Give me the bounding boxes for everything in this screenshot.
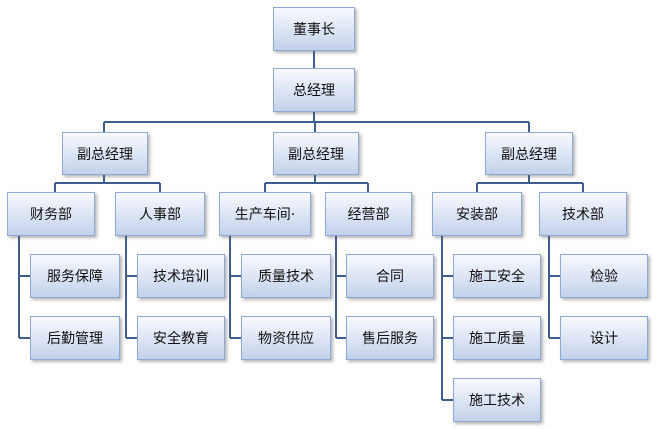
sub-item-label: 施工安全 (469, 269, 525, 285)
sub-item-label: 物资供应 (258, 331, 314, 347)
department-label: 人事部 (139, 207, 181, 223)
sub-item-label: 技术培训 (153, 269, 209, 285)
sub-item-label: 检验 (590, 269, 618, 285)
sub-item-label: 安全教育 (153, 331, 209, 347)
sub-item-box: 物资供应 (241, 316, 331, 360)
sub-item-label: 质量技术 (258, 269, 314, 285)
sub-item-box: 合同 (346, 254, 434, 298)
vice-manager-box-1: 副总经理 (62, 132, 148, 175)
department-label: 经营部 (347, 207, 390, 223)
sub-item-box: 售后服务 (346, 316, 434, 360)
vice-manager-label: 副总经理 (77, 146, 133, 163)
general-manager-label: 总经理 (293, 83, 335, 99)
vice-manager-label: 副总经理 (501, 146, 557, 163)
department-label: 技术部 (562, 207, 604, 223)
department-box-installation: 安装部 (432, 192, 522, 236)
sub-item-label: 后勤管理 (47, 331, 103, 347)
sub-item-box: 施工安全 (453, 254, 541, 298)
department-box-hr: 人事部 (115, 192, 205, 236)
vice-manager-box-3: 副总经理 (485, 132, 573, 175)
department-box-workshop: 生产车间· (219, 192, 311, 236)
vice-manager-box-2: 副总经理 (273, 132, 359, 175)
sub-item-box: 施工技术 (453, 378, 541, 422)
sub-item-box: 设计 (560, 316, 648, 360)
sub-item-label: 施工质量 (469, 331, 525, 347)
general-manager-box: 总经理 (273, 68, 355, 112)
sub-item-box: 后勤管理 (30, 316, 120, 360)
sub-item-label: 售后服务 (362, 331, 418, 347)
department-label: 生产车间· (234, 207, 296, 223)
sub-item-label: 合同 (376, 269, 404, 285)
department-box-technology: 技术部 (539, 192, 627, 236)
sub-item-box: 服务保障 (30, 254, 120, 298)
sub-item-box: 施工质量 (453, 316, 541, 360)
sub-item-box: 质量技术 (241, 254, 331, 298)
department-label: 财务部 (30, 207, 72, 223)
sub-item-box: 安全教育 (137, 316, 225, 360)
chairman-label: 董事长 (293, 22, 335, 38)
sub-item-box: 技术培训 (137, 254, 225, 298)
vice-manager-label: 副总经理 (288, 146, 344, 163)
department-box-finance: 财务部 (7, 192, 95, 236)
department-box-business: 经营部 (325, 192, 412, 236)
sub-item-label: 设计 (590, 331, 618, 347)
chairman-box: 董事长 (273, 7, 355, 51)
sub-item-box: 检验 (560, 254, 648, 298)
sub-item-label: 施工技术 (469, 393, 525, 409)
sub-item-label: 服务保障 (47, 269, 103, 285)
department-label: 安装部 (456, 207, 498, 223)
